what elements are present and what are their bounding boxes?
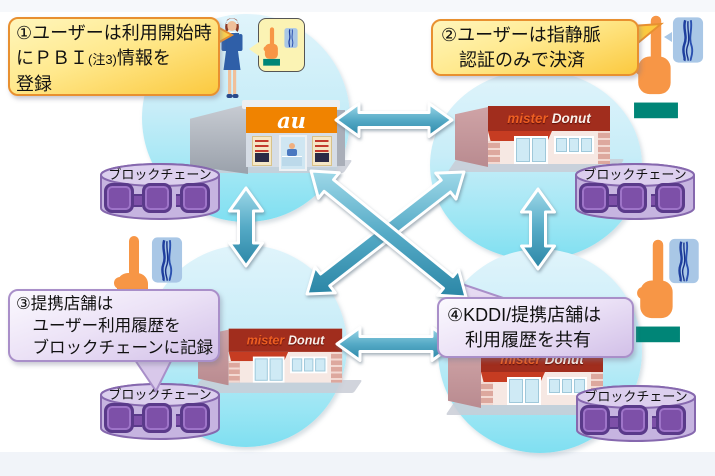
- chain-block: [142, 403, 172, 433]
- md-sign: mister Donut: [228, 328, 343, 352]
- au-store-front: au: [246, 107, 337, 171]
- chain-block: [656, 405, 686, 435]
- arrow-top-horizontal: [334, 102, 454, 138]
- chain-block: [142, 183, 172, 213]
- chain-block: [104, 403, 134, 433]
- callout-line: ユーザー利用履歴を: [16, 317, 181, 335]
- md-front: mister Donut: [488, 106, 610, 164]
- md-door: [252, 356, 285, 383]
- md-window: [554, 136, 594, 154]
- finger-up-hand-icon: [263, 27, 280, 66]
- md-window: [547, 377, 587, 395]
- md-brick-pillar-left: [228, 361, 240, 383]
- callout-line: ブロックチェーンに記録: [16, 339, 214, 357]
- au-poster-right: [312, 136, 332, 166]
- blockchain-label: ブロックチェーン: [583, 167, 687, 182]
- md-door: [514, 136, 548, 164]
- callout-record-history: ③提携店舗は ユーザー利用履歴を ブロックチェーンに記録: [8, 289, 220, 362]
- md-logo-mister: mister: [246, 333, 285, 348]
- md-left-wall: [455, 107, 488, 167]
- blockchain-label: ブロックチェーン: [108, 167, 212, 182]
- callout-register-pbi: ①ユーザーは利用開始時 にＰＢＩ(注3)情報を 登録: [8, 17, 220, 96]
- md-brick-pillar-left: [481, 382, 493, 405]
- chain-block: [579, 183, 609, 213]
- partner-store-building-tr: mister Donut: [455, 101, 613, 173]
- vein-bubble-tail: [664, 32, 672, 42]
- callout-share-history: ④KDDI/提携店舗は 利用履歴を共有: [437, 297, 634, 358]
- md-brick-pillar-left: [488, 141, 500, 164]
- finger-vein-icon: [669, 238, 699, 284]
- chain-block: [655, 183, 685, 213]
- chain-block: [104, 183, 134, 213]
- bottom-margin-strip: [0, 452, 715, 476]
- md-brick-pillar-right: [598, 131, 610, 164]
- blockchain-cylinder-tl: ブロックチェーン: [98, 162, 222, 222]
- au-store-sign: au: [246, 107, 337, 133]
- finger-scan-speech-bubble: [258, 18, 305, 72]
- md-door: [507, 377, 541, 405]
- chain-block: [180, 403, 210, 433]
- md-logo-donut: Donut: [551, 110, 591, 126]
- chain-block: [618, 405, 648, 435]
- blockchain-cylinder-bl: ブロックチェーン: [98, 382, 222, 442]
- partner-store-building-bl: mister Donut: [198, 324, 345, 391]
- clerk-avatar-head: [289, 143, 295, 149]
- footnote-ref: (注3): [88, 52, 117, 67]
- callout-line: ①ユーザーは利用開始時: [16, 23, 212, 43]
- clerk-avatar-body: [287, 149, 297, 156]
- speech-bubble-tail: [249, 42, 259, 56]
- chain-block: [617, 183, 647, 213]
- finger-up-hand-icon: [636, 239, 680, 343]
- callout-pay-vein-auth: ②ユーザーは指静脈 認証のみで決済: [431, 19, 639, 76]
- md-logo-donut: Donut: [287, 333, 325, 348]
- finger-vein-icon: [672, 17, 704, 63]
- callout-line: ③提携店舗は: [16, 295, 114, 313]
- blockchain-label: ブロックチェーン: [108, 387, 212, 402]
- blockchain-cylinder-tr: ブロックチェーン: [573, 162, 697, 222]
- callout-line-text: にＰＢＩ: [16, 48, 88, 68]
- md-window: [290, 356, 328, 374]
- chain-block: [580, 405, 610, 435]
- chain-block: [180, 183, 210, 213]
- au-store-roof: [242, 100, 340, 109]
- top-margin-strip: [0, 0, 715, 12]
- callout-line: 認証のみで決済: [441, 50, 585, 70]
- au-logo: au: [277, 107, 306, 133]
- callout-line: ②ユーザーは指静脈: [441, 25, 601, 45]
- callout-line: にＰＢＩ(注3)情報を: [16, 46, 212, 72]
- md-sign: mister Donut: [488, 106, 610, 131]
- au-store-door: [279, 135, 307, 171]
- callout-line: 利用履歴を共有: [447, 330, 591, 350]
- md-logo-mister: mister: [507, 110, 548, 126]
- finger-vein-icon: [151, 237, 183, 283]
- callout-line-text: 情報を: [116, 48, 171, 68]
- au-store-building: au: [190, 100, 345, 180]
- au-store-right-wall: [337, 110, 345, 166]
- au-poster-left: [252, 136, 272, 166]
- md-front: mister Donut: [228, 328, 343, 383]
- finger-vein-icon: [284, 28, 298, 48]
- au-store-facade: [246, 133, 337, 171]
- md-brick-pillar-right: [330, 351, 343, 383]
- callout-line: 登録: [16, 74, 52, 94]
- blockchain-label: ブロックチェーン: [584, 389, 688, 404]
- callout-line: ④KDDI/提携店舗は: [447, 305, 602, 325]
- blockchain-cylinder-br: ブロックチェーン: [574, 384, 698, 444]
- au-store-counter: [282, 156, 302, 166]
